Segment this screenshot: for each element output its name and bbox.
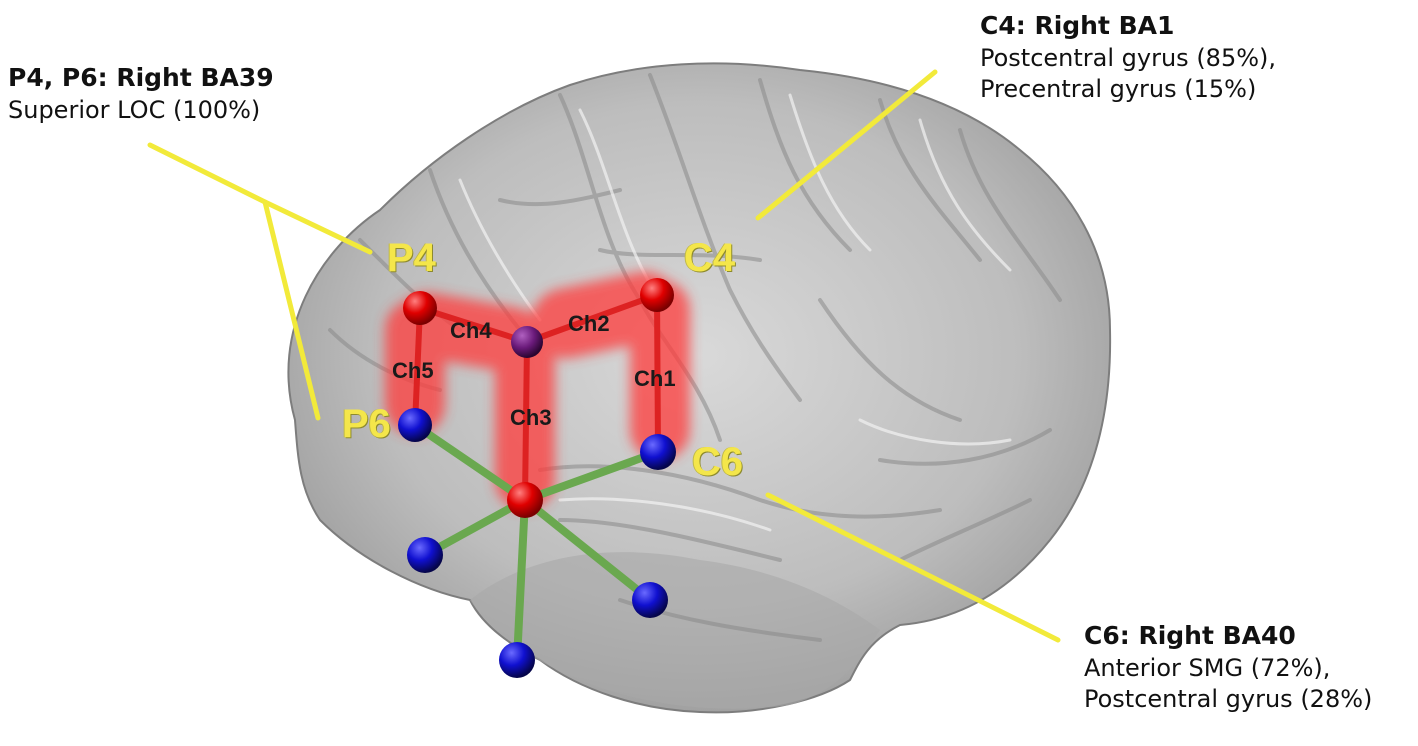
short-separation-links	[411, 421, 662, 664]
annotation-c4: C4: Right BA1 Postcentral gyrus (85%), P…	[980, 10, 1276, 105]
channel-label-ch2: Ch2	[568, 311, 610, 336]
electrode-label-c6: C6	[692, 440, 744, 484]
annotation-c6-line-2: Postcentral gyrus (28%)	[1084, 684, 1373, 713]
leader-lines	[147, 69, 1061, 643]
channel-label-ch4: Ch4	[450, 318, 492, 343]
electrode-label-p4: P4	[387, 236, 436, 280]
annotation-c4-line-2: Precentral gyrus (15%)	[980, 74, 1257, 103]
optodes	[398, 278, 676, 678]
annotation-p4-p6-line-1: Superior LOC (100%)	[8, 95, 261, 124]
channel-label-ch1: Ch1	[634, 366, 676, 391]
detector-optode-p6	[398, 408, 432, 442]
source-optode-p4	[403, 291, 437, 325]
electrode-label-p6: P6	[342, 402, 391, 446]
annotation-c4-line-1: Postcentral gyrus (85%),	[980, 43, 1277, 72]
channel-label-ch5: Ch5	[392, 358, 434, 383]
leader-line-c6	[765, 492, 1061, 643]
channel-label-ch3: Ch3	[510, 405, 552, 430]
leader-line-p4p6-top	[147, 142, 373, 255]
electrode-label-c4: C4	[684, 236, 736, 280]
detector-optode-c6	[640, 434, 676, 470]
leader-line-c4	[755, 69, 938, 221]
annotation-c4-title: C4: Right BA1	[980, 11, 1175, 40]
channel-labels: Ch1 Ch2 Ch3 Ch4 Ch5	[392, 311, 676, 430]
leader-line-p4p6-bottom	[262, 199, 321, 421]
source-optode-c4	[640, 278, 674, 312]
brain-surface	[287, 62, 1112, 714]
annotation-p4-p6-title: P4, P6: Right BA39	[8, 63, 274, 92]
annotation-c6-title: C6: Right BA40	[1084, 621, 1296, 650]
annotation-p4-p6: P4, P6: Right BA39 Superior LOC (100%)	[8, 62, 274, 126]
annotation-c6-line-1: Anterior SMG (72%),	[1084, 653, 1331, 682]
source-optode-center	[507, 482, 543, 518]
midpoint-optode	[511, 326, 543, 358]
detector-optode-short-2	[632, 582, 668, 618]
channel-lines	[412, 292, 661, 503]
detector-optode-short-3	[499, 642, 535, 678]
detector-optode-short-1	[407, 537, 443, 573]
annotation-c6: C6: Right BA40 Anterior SMG (72%), Postc…	[1084, 620, 1372, 715]
